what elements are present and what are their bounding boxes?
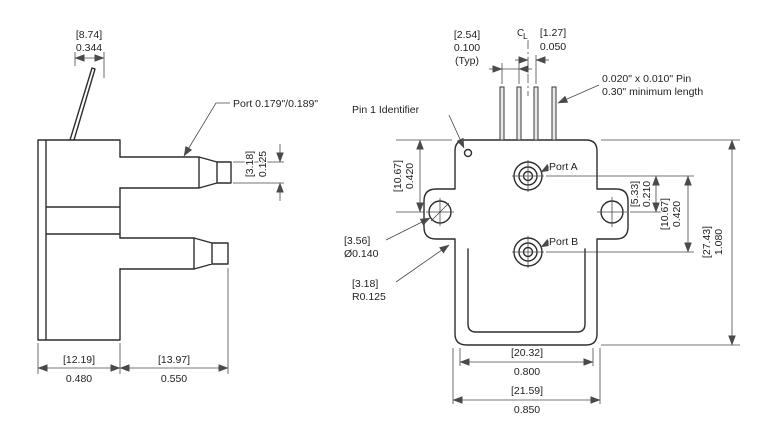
outer-width-mm: [21.59] (511, 385, 543, 397)
side-top-pin (69, 67, 96, 141)
side-view-dimensions (37, 52, 284, 374)
pin-2 (516, 86, 522, 141)
pin-length-mm: [8.74] (76, 29, 102, 41)
pin-3 (533, 86, 539, 141)
inner-width-inch: 0.800 (514, 366, 540, 378)
side-bottom-port (119, 237, 229, 270)
top-to-hole-inch: 0.420 (404, 163, 416, 189)
centerline-icon: C L (516, 27, 530, 43)
port-tip-mm: [3.18] (244, 151, 256, 177)
port-a-label: Port A (549, 161, 578, 173)
fillet-radius-inch: R0.125 (352, 291, 386, 303)
port-a-to-hole-mm: [5.33] (629, 181, 641, 207)
top-to-hole-mm: [10.67] (392, 160, 404, 192)
front-inner-contour (467, 248, 586, 333)
port-tip-inch: 0.125 (257, 151, 269, 177)
front-view-dimensions (385, 55, 740, 404)
fillet-radius-leader (395, 244, 450, 283)
port-a-to-port-b-inch: 0.420 (671, 201, 683, 227)
pin-note-leader (557, 84, 600, 104)
port-b-leader (540, 238, 552, 248)
front-bottom-extension-lines (452, 348, 601, 404)
front-pins (499, 86, 557, 141)
pin-pitch-inch: 0.100 (454, 42, 480, 54)
port-a-to-port-b-mm: [10.67] (659, 198, 671, 230)
port-a-crosshair (512, 160, 544, 192)
right-hole-crosshair (597, 197, 627, 227)
pin1-identifier-dot (463, 148, 473, 158)
outer-width-inch: 0.850 (514, 404, 540, 416)
port-a-to-hole-inch: 0.210 (641, 181, 653, 207)
pin-4 (551, 86, 557, 141)
pin-pitch-extension-lines (501, 63, 520, 84)
port-tip-extension-lines (233, 161, 284, 184)
hole-diameter-inch: Ø0.140 (344, 248, 379, 260)
front-view-centerlines (426, 160, 627, 268)
centerline-icon-c: C (517, 28, 524, 39)
side-view (37, 67, 232, 341)
body-height-inch: 1.080 (713, 229, 725, 255)
inner-width-mm: [20.32] (511, 347, 543, 359)
pin-pitch-mm: [2.54] (454, 29, 480, 41)
pin-pitch-qualifier: (Typ) (455, 55, 479, 67)
side-view-labels: [8.74] 0.344 Port 0.179"/0.189" [3.18] 0… (62, 28, 320, 387)
front-view-labels: [2.54] 0.100 (Typ) C L [1.27] 0.050 0.02… (343, 26, 727, 418)
side-top-port (119, 156, 232, 189)
centerline-icon-l: L (523, 31, 528, 41)
fillet-radius-mm: [3.18] (352, 278, 378, 290)
pin-1 (499, 86, 505, 141)
side-body-outline (37, 139, 121, 341)
port-note-label: Port 0.179"/0.189" (233, 98, 318, 110)
pin-length-inch: 0.344 (76, 42, 102, 54)
port-length-mm: [13.97] (158, 354, 190, 366)
front-body-outline (423, 139, 629, 346)
port-a-leader (540, 163, 552, 173)
body-height-mm: [27.43] (701, 226, 713, 258)
body-width-mm: [12.19] (63, 354, 95, 366)
port-note-leader (183, 102, 230, 157)
pin-note-line2: 0.30" minimum length (602, 86, 703, 98)
port-length-inch: 0.550 (161, 373, 187, 385)
cl-to-pin-inch: 0.050 (540, 41, 566, 53)
front-view (423, 139, 629, 346)
pin1-identifier-label: Pin 1 Identifier (352, 104, 420, 116)
port-b-label: Port B (549, 236, 578, 248)
port-b-crosshair (512, 236, 544, 268)
body-width-inch: 0.480 (66, 373, 92, 385)
hole-diameter-leader (385, 217, 431, 241)
hole-diameter-mm: [3.56] (344, 235, 370, 247)
pin1-identifier-leader (448, 114, 465, 149)
pin-note-line1: 0.020" x 0.010" Pin (602, 73, 691, 85)
right-extension-lines (546, 139, 740, 346)
left-hole-crosshair (426, 198, 454, 226)
cl-to-pin-mm: [1.27] (540, 27, 566, 39)
